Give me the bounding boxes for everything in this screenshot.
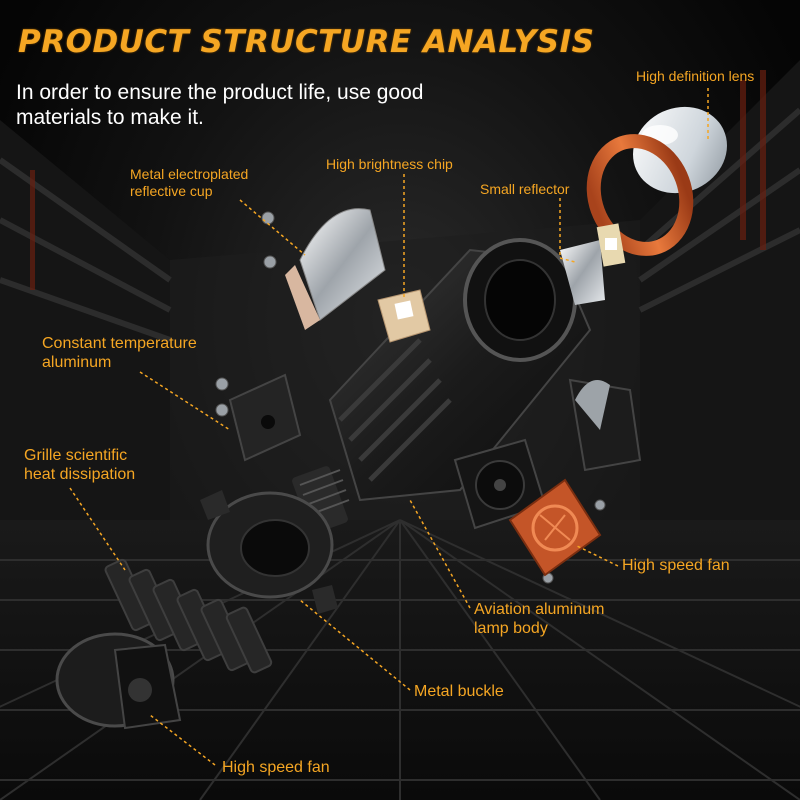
headline: PRODUCT STRUCTURE ANALYSIS	[18, 24, 595, 60]
small-reflector-illustration	[560, 223, 626, 305]
lens-illustration	[633, 106, 727, 194]
label-grille-line2: heat dissipation	[24, 466, 136, 483]
label-high-speed-fan-bottom: High speed fan	[222, 759, 330, 776]
subheading: In order to ensure the product life, use…	[16, 81, 424, 129]
label-constant-temperature-aluminum: Constant temperature aluminum	[42, 334, 197, 372]
label-lamp-body-line2: lamp body	[474, 620, 548, 637]
aluminum-block-illustration	[228, 373, 302, 462]
label-lamp-body-line1: Aviation aluminum	[474, 601, 605, 618]
bottom-fan-illustration	[55, 632, 182, 730]
chip-illustration	[377, 289, 431, 343]
label-high-definition-lens: High definition lens	[636, 68, 755, 84]
metal-buckle-illustration	[200, 490, 338, 614]
label-reflective-cup: Metal electroplated reflective cup	[130, 166, 248, 200]
copper-ring-illustration	[586, 134, 694, 256]
label-grille-heat-dissipation: Grille scientific heat dissipation	[24, 446, 135, 484]
lamp-body-illustration	[292, 238, 592, 534]
reflective-cup-illustration	[285, 208, 386, 330]
grid-floor	[0, 519, 800, 800]
label-aluminum-line2: aluminum	[42, 354, 112, 371]
heat-sink-illustration	[104, 558, 273, 674]
label-high-speed-fan-right: High speed fan	[622, 557, 730, 574]
bracket-illustration	[568, 378, 642, 472]
black-fan-illustration	[453, 438, 547, 530]
label-aluminum-line1: Constant temperature	[42, 335, 197, 352]
label-reflective-cup-line2: reflective cup	[130, 183, 213, 199]
label-small-reflector: Small reflector	[480, 181, 570, 197]
label-aviation-aluminum-lamp-body: Aviation aluminum lamp body	[474, 600, 604, 638]
label-grille-line1: Grille scientific	[24, 447, 128, 464]
label-reflective-cup-line1: Metal electroplated	[130, 166, 249, 182]
label-metal-buckle: Metal buckle	[414, 683, 504, 700]
copper-fan-cover-illustration	[508, 478, 602, 577]
label-high-brightness-chip: High brightness chip	[326, 156, 453, 172]
